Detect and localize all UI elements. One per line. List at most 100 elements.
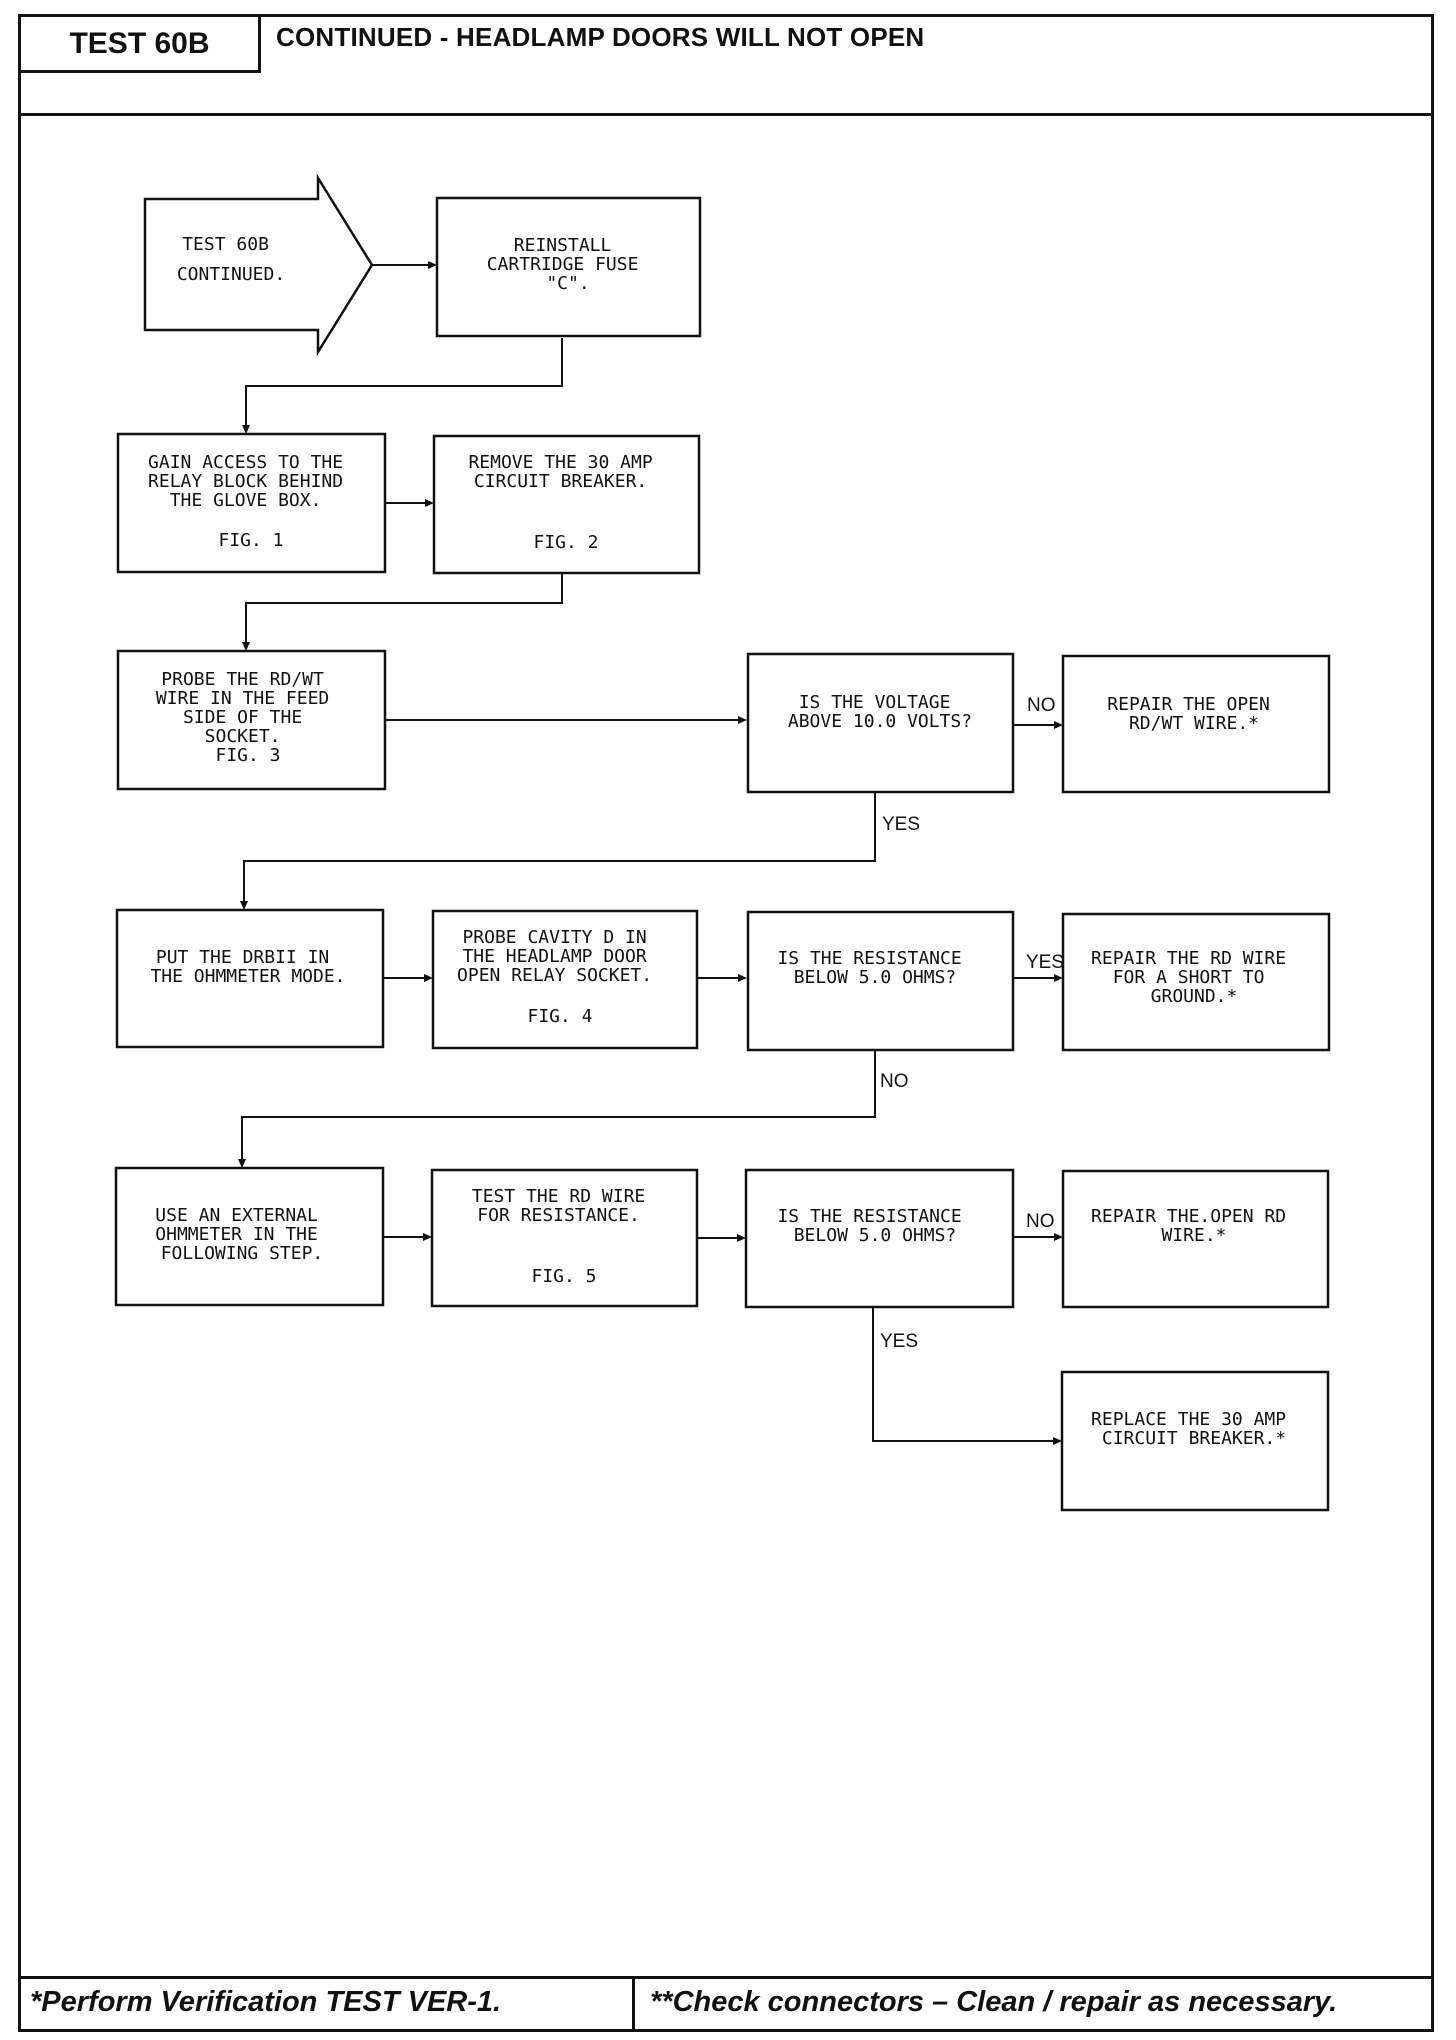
- footer-note-verification: *Perform Verification TEST VER-1.: [30, 1986, 502, 2018]
- openrd-line-2: WIRE.*: [1161, 1225, 1226, 1246]
- arrowhead: [424, 974, 433, 982]
- box-repair-open-rd-text: REPAIR THE.OPEN RD WIRE.*: [1091, 1206, 1297, 1246]
- testrd-line-2: FOR RESISTANCE.: [477, 1205, 640, 1226]
- repair-rdwt-line-2: RD/WT WIRE.*: [1129, 713, 1259, 734]
- label-yes-resistance-2: YES: [880, 1331, 918, 1352]
- box-resistance-question-1: [746, 910, 1015, 1052]
- arrowhead: [1054, 721, 1063, 729]
- footer-divider: [632, 1976, 635, 2032]
- arrowhead: [423, 1233, 432, 1241]
- test-id-label: TEST 60B: [21, 17, 261, 73]
- box-probe-rdwt-text: PROBE THE RD/WT WIRE IN THE FEED SIDE OF…: [156, 669, 340, 766]
- probe-line-4: SOCKET.: [205, 726, 281, 747]
- box-test-rd-wire-text: TEST THE RD WIRE FOR RESISTANCE. FIG. 5: [472, 1186, 656, 1287]
- drb-line-1: PUT THE DRBII IN: [156, 947, 329, 968]
- box-repair-open-rd: [1061, 1169, 1330, 1309]
- arrowhead: [240, 901, 248, 910]
- testrd-line-5: FIG. 5: [531, 1266, 596, 1287]
- remove-line-5: FIG. 2: [533, 532, 598, 553]
- reinstall-line-1: REINSTALL: [514, 235, 612, 256]
- start-arrow-shape: [143, 173, 374, 357]
- start-line-1: TEST 60B: [182, 234, 269, 255]
- voltage-line-2: ABOVE 10.0 VOLTS?: [788, 711, 972, 732]
- box-use-ohmmeter: [114, 1166, 385, 1307]
- short-line-1: REPAIR THE RD WIRE: [1091, 948, 1286, 969]
- box-reinstall-fuse: [435, 196, 702, 338]
- testrd-line-1: TEST THE RD WIRE: [472, 1186, 645, 1207]
- connector-resist1-no: [241, 1050, 876, 1164]
- footer-bar: [18, 1976, 1434, 2032]
- cavity-line-5: FIG. 4: [527, 1006, 592, 1027]
- cavity-line-1: PROBE CAVITY D IN: [462, 927, 646, 948]
- box-repair-rdwt: [1061, 654, 1331, 794]
- box-remove-breaker-text: REMOVE THE 30 AMP CIRCUIT BREAKER. FIG. …: [468, 452, 663, 553]
- resist2-line-2: BELOW 5.0 OHMS?: [794, 1225, 957, 1246]
- box-voltage-question: [746, 652, 1015, 794]
- connector-voltage-yes: [243, 792, 876, 906]
- remove-line-1: REMOVE THE 30 AMP: [468, 452, 652, 473]
- label-no-resistance-2: NO: [1026, 1211, 1055, 1232]
- arrowhead: [1053, 1437, 1062, 1445]
- box-probe-cavity: [431, 909, 699, 1050]
- start-text: TEST 60B CONTINUED.: [177, 234, 285, 285]
- resist1-line-2: BELOW 5.0 OHMS?: [794, 967, 957, 988]
- repair-rdwt-line-1: REPAIR THE OPEN: [1107, 694, 1270, 715]
- gain-line-1: GAIN ACCESS TO THE: [148, 452, 343, 473]
- voltage-line-1: IS THE VOLTAGE: [799, 692, 951, 713]
- short-line-3: GROUND.*: [1151, 986, 1238, 1007]
- connector-resist2-yes: [872, 1307, 1059, 1442]
- resist1-line-1: IS THE RESISTANCE: [777, 948, 961, 969]
- arrowhead: [1054, 974, 1063, 982]
- arrowhead: [238, 1159, 246, 1168]
- connector-reinstall-gain: [245, 338, 563, 430]
- replace-line-1: REPLACE THE 30 AMP: [1091, 1409, 1286, 1430]
- box-probe-rdwt: [116, 649, 387, 791]
- reinstall-line-2: CARTRIDGE FUSE: [487, 254, 639, 275]
- reinstall-line-3: "C".: [546, 273, 589, 294]
- box-use-ohmmeter-text: USE AN EXTERNAL OHMMETER IN THE FOLLOWIN…: [155, 1205, 328, 1264]
- box-repair-short: [1061, 912, 1331, 1052]
- box-replace-breaker-text: REPLACE THE 30 AMP CIRCUIT BREAKER.*: [1091, 1409, 1297, 1449]
- box-voltage-question-text: IS THE VOLTAGE ABOVE 10.0 VOLTS?: [788, 692, 972, 732]
- arrowhead: [242, 425, 250, 434]
- remove-line-2: CIRCUIT BREAKER.: [474, 471, 647, 492]
- box-gain-access-text: GAIN ACCESS TO THE RELAY BLOCK BEHIND TH…: [148, 452, 354, 551]
- label-no-resistance-1: NO: [880, 1071, 909, 1092]
- arrowhead: [428, 261, 437, 269]
- box-put-drb: [115, 908, 385, 1049]
- box-repair-short-text: REPAIR THE RD WIRE FOR A SHORT TO GROUND…: [1091, 948, 1297, 1007]
- arrowhead: [738, 974, 747, 982]
- gain-line-2: RELAY BLOCK BEHIND: [148, 471, 343, 492]
- ohm-line-2: OHMMETER IN THE: [155, 1224, 318, 1245]
- box-put-drb-text: PUT THE DRBII IN THE OHMMETER MODE.: [150, 947, 345, 987]
- box-reinstall-fuse-text: REINSTALL CARTRIDGE FUSE "C".: [487, 235, 650, 294]
- box-test-rd-wire: [430, 1168, 699, 1308]
- gain-line-3: THE GLOVE BOX.: [170, 490, 322, 511]
- start-line-2: CONTINUED.: [177, 264, 285, 285]
- ohm-line-1: USE AN EXTERNAL: [155, 1205, 318, 1226]
- connectors: [238, 261, 1063, 1445]
- probe-line-2: WIRE IN THE FEED: [156, 688, 329, 709]
- arrowhead: [1054, 1233, 1063, 1241]
- arrowhead: [425, 499, 434, 507]
- box-resistance-question-2: [744, 1168, 1015, 1309]
- label-yes-voltage: YES: [882, 814, 920, 835]
- probe-line-3: SIDE OF THE: [183, 707, 302, 728]
- footer-note-connectors: **Check connectors – Clean / repair as n…: [650, 1986, 1338, 2018]
- box-remove-breaker: [432, 434, 701, 575]
- arrowhead: [242, 642, 250, 651]
- connector-remove-probe: [245, 573, 563, 647]
- probe-line-5: FIG. 3: [215, 745, 280, 766]
- arrowhead: [737, 1234, 746, 1242]
- gain-line-5: FIG. 1: [218, 530, 283, 551]
- cavity-line-2: THE HEADLAMP DOOR: [462, 946, 646, 967]
- box-resistance-question-2-text: IS THE RESISTANCE BELOW 5.0 OHMS?: [777, 1206, 972, 1246]
- short-line-2: FOR A SHORT TO: [1113, 967, 1265, 988]
- probe-line-1: PROBE THE RD/WT: [161, 669, 324, 690]
- box-repair-rdwt-text: REPAIR THE OPEN RD/WT WIRE.*: [1107, 694, 1280, 734]
- cavity-line-3: OPEN RELAY SOCKET.: [457, 965, 652, 986]
- box-resistance-question-1-text: IS THE RESISTANCE BELOW 5.0 OHMS?: [777, 948, 972, 988]
- label-yes-resistance-1: YES: [1026, 952, 1064, 973]
